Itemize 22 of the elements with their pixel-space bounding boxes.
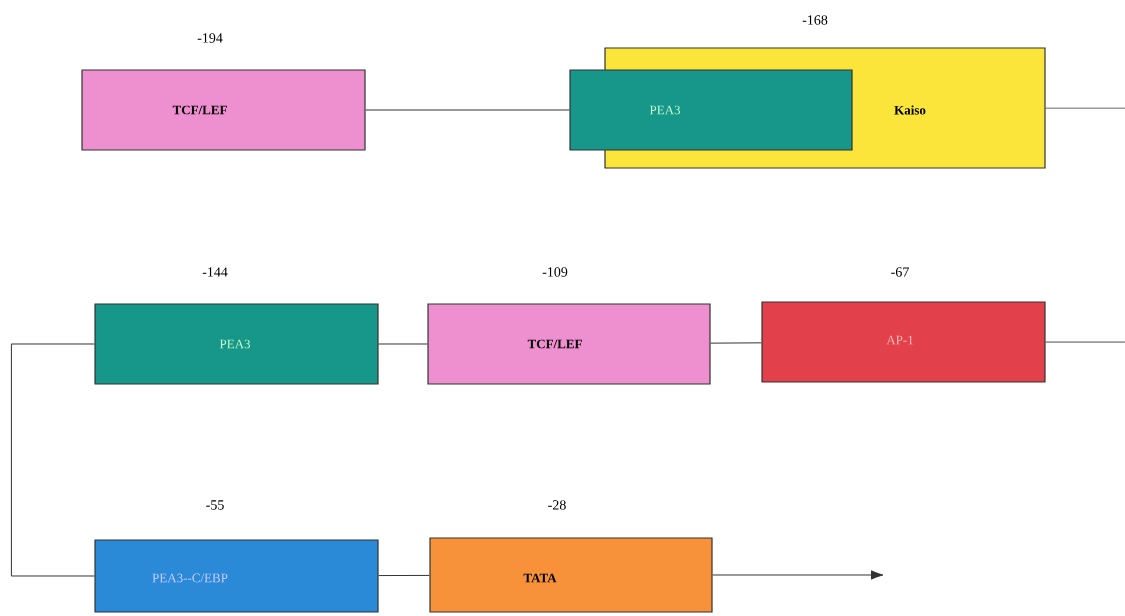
connector bbox=[1045, 341, 1125, 343]
position-label: -168 bbox=[802, 15, 828, 25]
position-label: -67 bbox=[891, 267, 909, 277]
position-label: -28 bbox=[548, 500, 566, 510]
box: TATA bbox=[429, 537, 713, 613]
connector bbox=[712, 570, 884, 580]
connector bbox=[378, 574, 430, 577]
box: PEA3 bbox=[94, 303, 379, 385]
connector bbox=[378, 343, 428, 345]
position-label: -55 bbox=[206, 500, 224, 510]
connector bbox=[10, 343, 95, 577]
box: PEA3--C/EBP bbox=[94, 539, 379, 613]
connector bbox=[365, 109, 570, 111]
box: TCF/LEF bbox=[427, 303, 711, 385]
connector bbox=[1045, 107, 1125, 109]
connector bbox=[710, 342, 762, 344]
position-label: -194 bbox=[197, 33, 223, 43]
box: AP-1 bbox=[761, 301, 1046, 383]
position-label: -144 bbox=[202, 267, 228, 277]
position-label: -109 bbox=[542, 267, 568, 277]
box: PEA3 bbox=[569, 69, 853, 151]
box: TCF/LEF bbox=[81, 69, 366, 151]
